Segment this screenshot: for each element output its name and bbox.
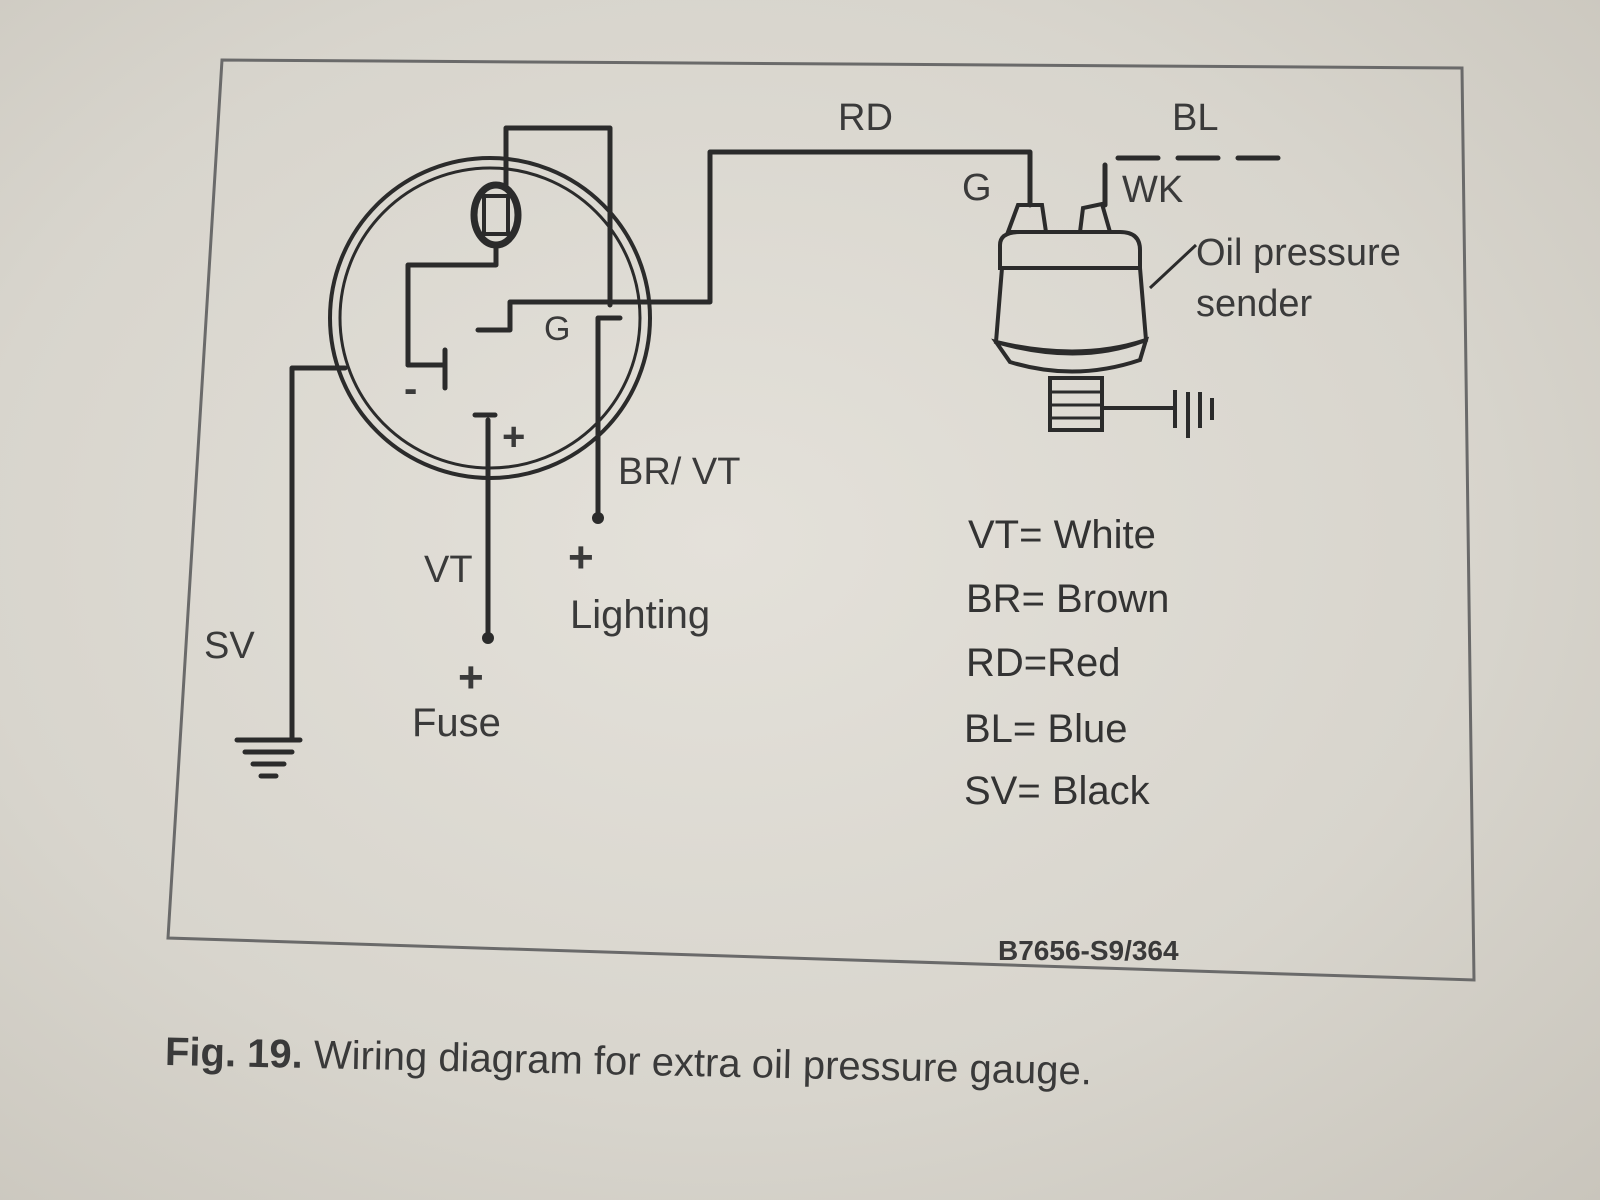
legend-item: SV= Black [964, 769, 1151, 813]
rd-wire [647, 149, 1033, 305]
fuse-plus-label: + [458, 653, 484, 702]
gauge-g-label: G [544, 310, 570, 348]
bl-label: BL [1172, 97, 1218, 139]
fuse-label: Fuse [412, 701, 501, 745]
ground-icon [234, 737, 303, 779]
figure-code: B7656-S9/364 [998, 935, 1179, 966]
legend-item: VT= White [968, 513, 1156, 557]
lighting-plus-label: + [568, 533, 594, 582]
bl-wire [1102, 155, 1283, 208]
lighting-terminal-dot [592, 512, 604, 524]
oil-pressure-sender-icon [991, 201, 1214, 438]
rd-label: RD [838, 97, 893, 139]
sv-label: SV [204, 625, 255, 667]
gauge-plus-label: + [502, 415, 525, 459]
legend-item: RD=Red [966, 641, 1121, 685]
lighting-label: Lighting [570, 593, 710, 637]
legend-item: BR= Brown [966, 577, 1169, 621]
color-legend: VT= White BR= Brown RD=Red BL= Blue SV= … [964, 513, 1169, 813]
fuse-terminal-dot [482, 632, 494, 644]
vt-label: VT [424, 549, 473, 591]
sender-label-line1: Oil pressure [1196, 232, 1401, 274]
sender-label-line2: sender [1196, 283, 1313, 325]
lamp-icon [470, 181, 522, 249]
sender-g-label: G [962, 167, 992, 209]
br-vt-label: BR/ VT [618, 451, 740, 493]
wk-label: WK [1122, 169, 1183, 211]
gauge-minus-label: - [404, 367, 417, 411]
figure-number: Fig. 19. [164, 1030, 304, 1077]
legend-item: BL= Blue [964, 707, 1127, 751]
diagram-frame [166, 58, 1476, 982]
sv-wire [289, 365, 348, 743]
